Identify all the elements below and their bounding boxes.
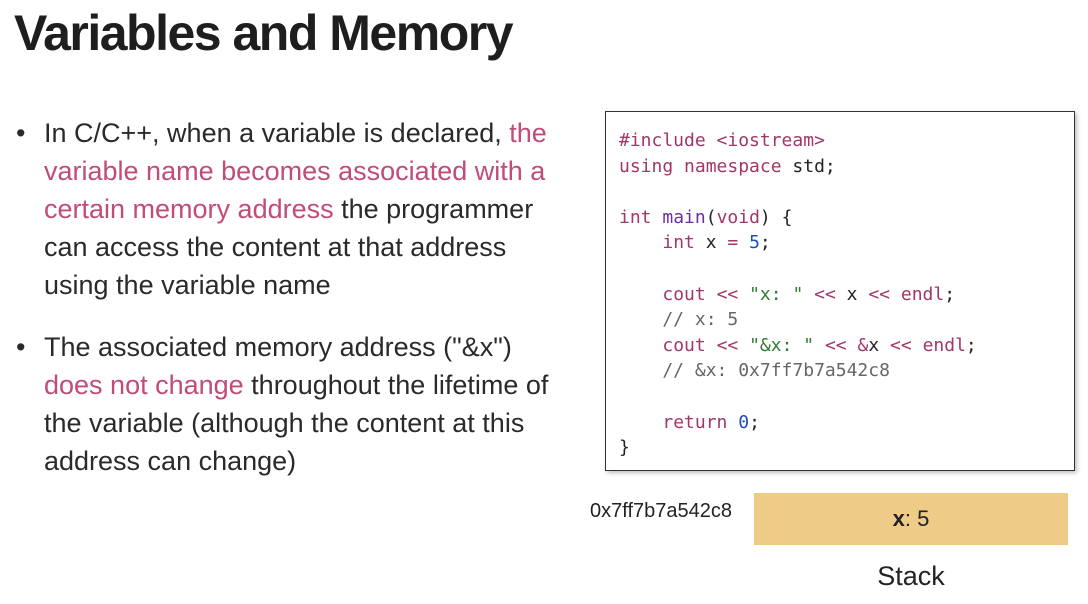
code-line: using namespace std; bbox=[619, 155, 836, 177]
code-line: cout << "x: " << x << endl; bbox=[662, 283, 956, 305]
code-line: int main(void) { bbox=[619, 206, 793, 228]
code-line: ​ bbox=[619, 384, 977, 410]
highlighted-text: does not change bbox=[44, 370, 244, 400]
variable-value: 5 bbox=[917, 506, 930, 531]
code-line: #include <iostream> bbox=[619, 130, 825, 151]
code-line: ​ bbox=[619, 179, 977, 205]
bullet-text: throughout the lifetime of the variable … bbox=[44, 370, 549, 476]
value-separator: : bbox=[904, 506, 911, 531]
bullet-list: • In C/C++, when a variable is declared,… bbox=[14, 114, 574, 480]
code-line: cout << "&x: " << &x << endl; bbox=[662, 334, 977, 356]
bullet-dot: • bbox=[16, 118, 26, 148]
stack-memory-cell: x: 5 bbox=[754, 493, 1068, 545]
code-line: // &x: 0x7ff7b7a542c8 bbox=[619, 360, 890, 382]
bullet-text: The associated memory address ("&x") bbox=[44, 332, 512, 362]
bullet-text: In C/C++, when a variable is declared, bbox=[44, 118, 510, 148]
code-line: int x = 5; bbox=[662, 232, 771, 254]
code-listing: #include <iostream>using namespace std;​… bbox=[619, 128, 977, 461]
bullet-text: the programmer can access the content at… bbox=[44, 194, 534, 300]
variable-name: x bbox=[892, 506, 905, 531]
stack-label: Stack bbox=[877, 561, 945, 591]
bullet-item: • The associated memory address ("&x") d… bbox=[14, 328, 574, 480]
code-snippet-box: #include <iostream>using namespace std;​… bbox=[605, 111, 1075, 471]
memory-address-label: 0x7ff7b7a542c8 bbox=[590, 500, 732, 522]
code-line: // x: 5 bbox=[619, 309, 739, 331]
code-line: return 0; bbox=[662, 411, 760, 433]
slide-title: Variables and Memory bbox=[14, 5, 514, 61]
bullet-dot: • bbox=[16, 332, 26, 362]
highlighted-text: the variable name becomes associated wit… bbox=[44, 118, 547, 224]
bullet-item: • In C/C++, when a variable is declared,… bbox=[14, 114, 574, 304]
code-line: ​ bbox=[619, 256, 977, 282]
code-line: } bbox=[619, 437, 630, 459]
